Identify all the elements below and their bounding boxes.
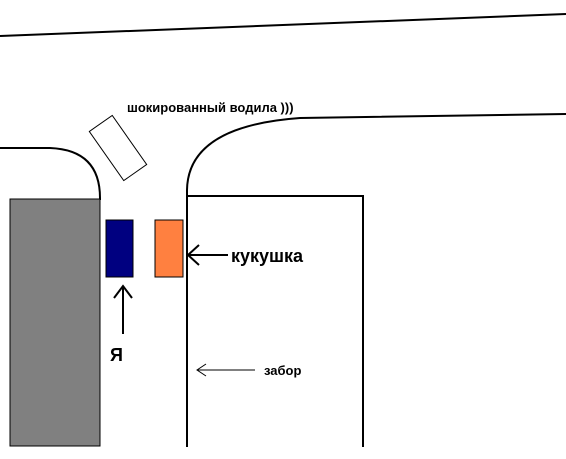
arrow-left-thin-icon [196,363,255,377]
fence-outline [187,195,364,447]
road-edge-right-corner [186,113,566,447]
arrow-left-icon [186,244,228,266]
my-car [105,219,134,278]
label-cuckoo: кукушка [231,246,304,266]
label-fence: забор [264,363,301,378]
arrow-up-icon [113,284,133,334]
road-edge-left-corner [0,147,101,200]
road-edge-far [0,13,566,37]
label-shocked-driver: шокированный водила ))) [127,100,294,115]
cuckoo-car [154,219,184,278]
driver-car [88,114,148,182]
building [9,198,101,447]
label-me: Я [110,345,123,365]
